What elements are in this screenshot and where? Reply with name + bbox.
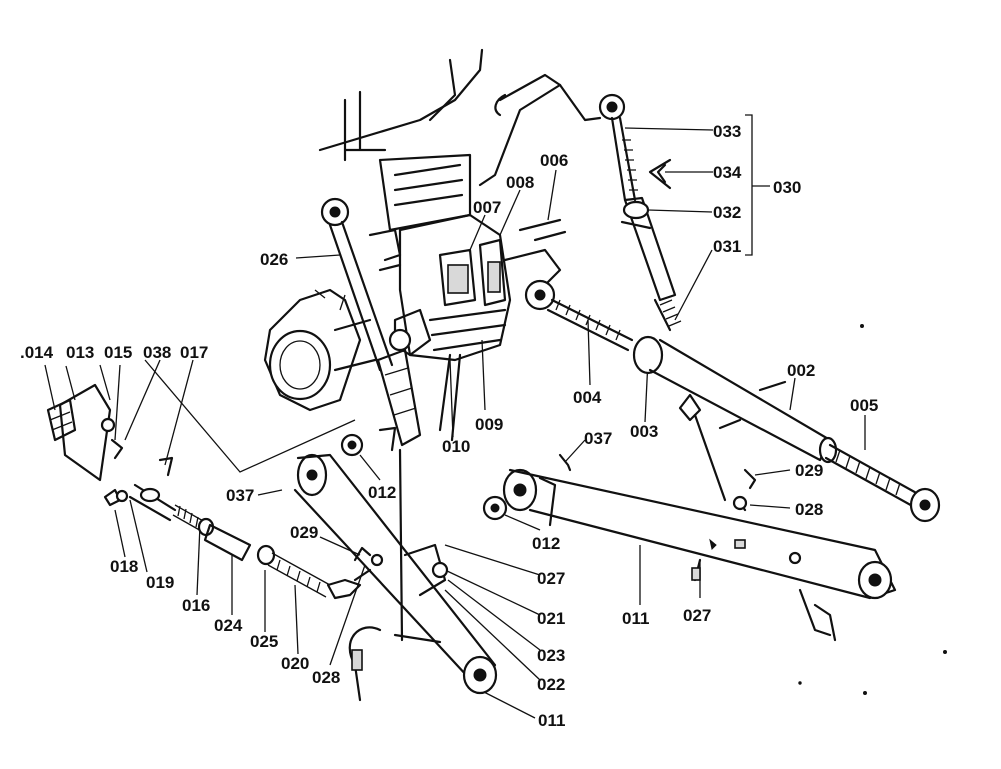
- label-012-left: 012: [368, 483, 396, 502]
- label-005: 005: [850, 396, 878, 415]
- lower-lift-arm-right: [482, 453, 897, 642]
- label-018: 018: [110, 557, 138, 576]
- leader-lines: [44, 114, 866, 719]
- label-007: 007: [473, 198, 501, 217]
- label-024: 024: [214, 616, 243, 635]
- label-013: 013: [66, 343, 94, 362]
- label-006: 006: [540, 151, 568, 170]
- label-027-center: 027: [537, 569, 565, 588]
- label-022: 022: [537, 675, 565, 694]
- label-033: 033: [713, 122, 741, 141]
- part-labels: 002 003 004 005 006 007 008 009 010 011 …: [20, 122, 878, 730]
- label-027-right: 027: [683, 606, 711, 625]
- label-026: 026: [260, 250, 288, 269]
- label-014: .014: [20, 343, 54, 362]
- label-031: 031: [713, 237, 741, 256]
- label-011-right: 011: [622, 609, 649, 628]
- label-037-left: 037: [226, 486, 254, 505]
- label-037-right: 037: [584, 429, 612, 448]
- label-028-right: 028: [795, 500, 823, 519]
- lower-lift-arm-left: [293, 448, 498, 702]
- top-link-assembly: [558, 83, 682, 332]
- tractor-housing: [263, 48, 567, 442]
- label-029-right: 029: [795, 461, 823, 480]
- label-003: 003: [630, 422, 658, 441]
- label-032: 032: [713, 203, 741, 222]
- label-015: 015: [104, 343, 132, 362]
- label-038: 038: [143, 343, 171, 362]
- label-020: 020: [281, 654, 309, 673]
- label-029-left: 029: [290, 523, 318, 542]
- label-008: 008: [506, 173, 534, 192]
- stabiliser-assembly: [46, 383, 372, 600]
- label-002: 002: [787, 361, 815, 380]
- label-011-left: 011: [538, 711, 565, 730]
- label-021: 021: [537, 609, 565, 628]
- label-034: 034: [713, 163, 742, 182]
- label-019: 019: [146, 573, 174, 592]
- label-004: 004: [573, 388, 602, 407]
- lower-link-right: [524, 279, 941, 523]
- label-010: 010: [442, 437, 470, 456]
- label-025: 025: [250, 632, 278, 651]
- label-012-right: 012: [532, 534, 560, 553]
- specks: [798, 324, 947, 695]
- label-023: 023: [537, 646, 565, 665]
- label-017: 017: [180, 343, 208, 362]
- label-028-left: 028: [312, 668, 340, 687]
- label-030: 030: [773, 178, 801, 197]
- label-009: 009: [475, 415, 503, 434]
- label-016: 016: [182, 596, 210, 615]
- lift-rod-left: [320, 197, 422, 457]
